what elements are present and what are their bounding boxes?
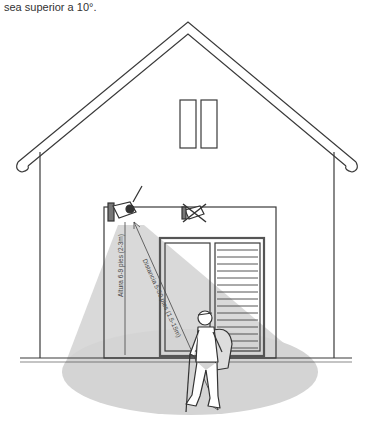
measure-lines bbox=[125, 222, 218, 410]
camera-icon bbox=[108, 186, 142, 221]
crossed-camera-icon bbox=[182, 204, 206, 222]
note-text: sea superior a 10°. bbox=[4, 2, 96, 13]
house-outline bbox=[17, 22, 358, 362]
detection-area bbox=[62, 329, 318, 415]
hiker-figure bbox=[186, 311, 232, 412]
dimension-label: Altura 6-9 pies (2-3m) bbox=[118, 234, 125, 297]
